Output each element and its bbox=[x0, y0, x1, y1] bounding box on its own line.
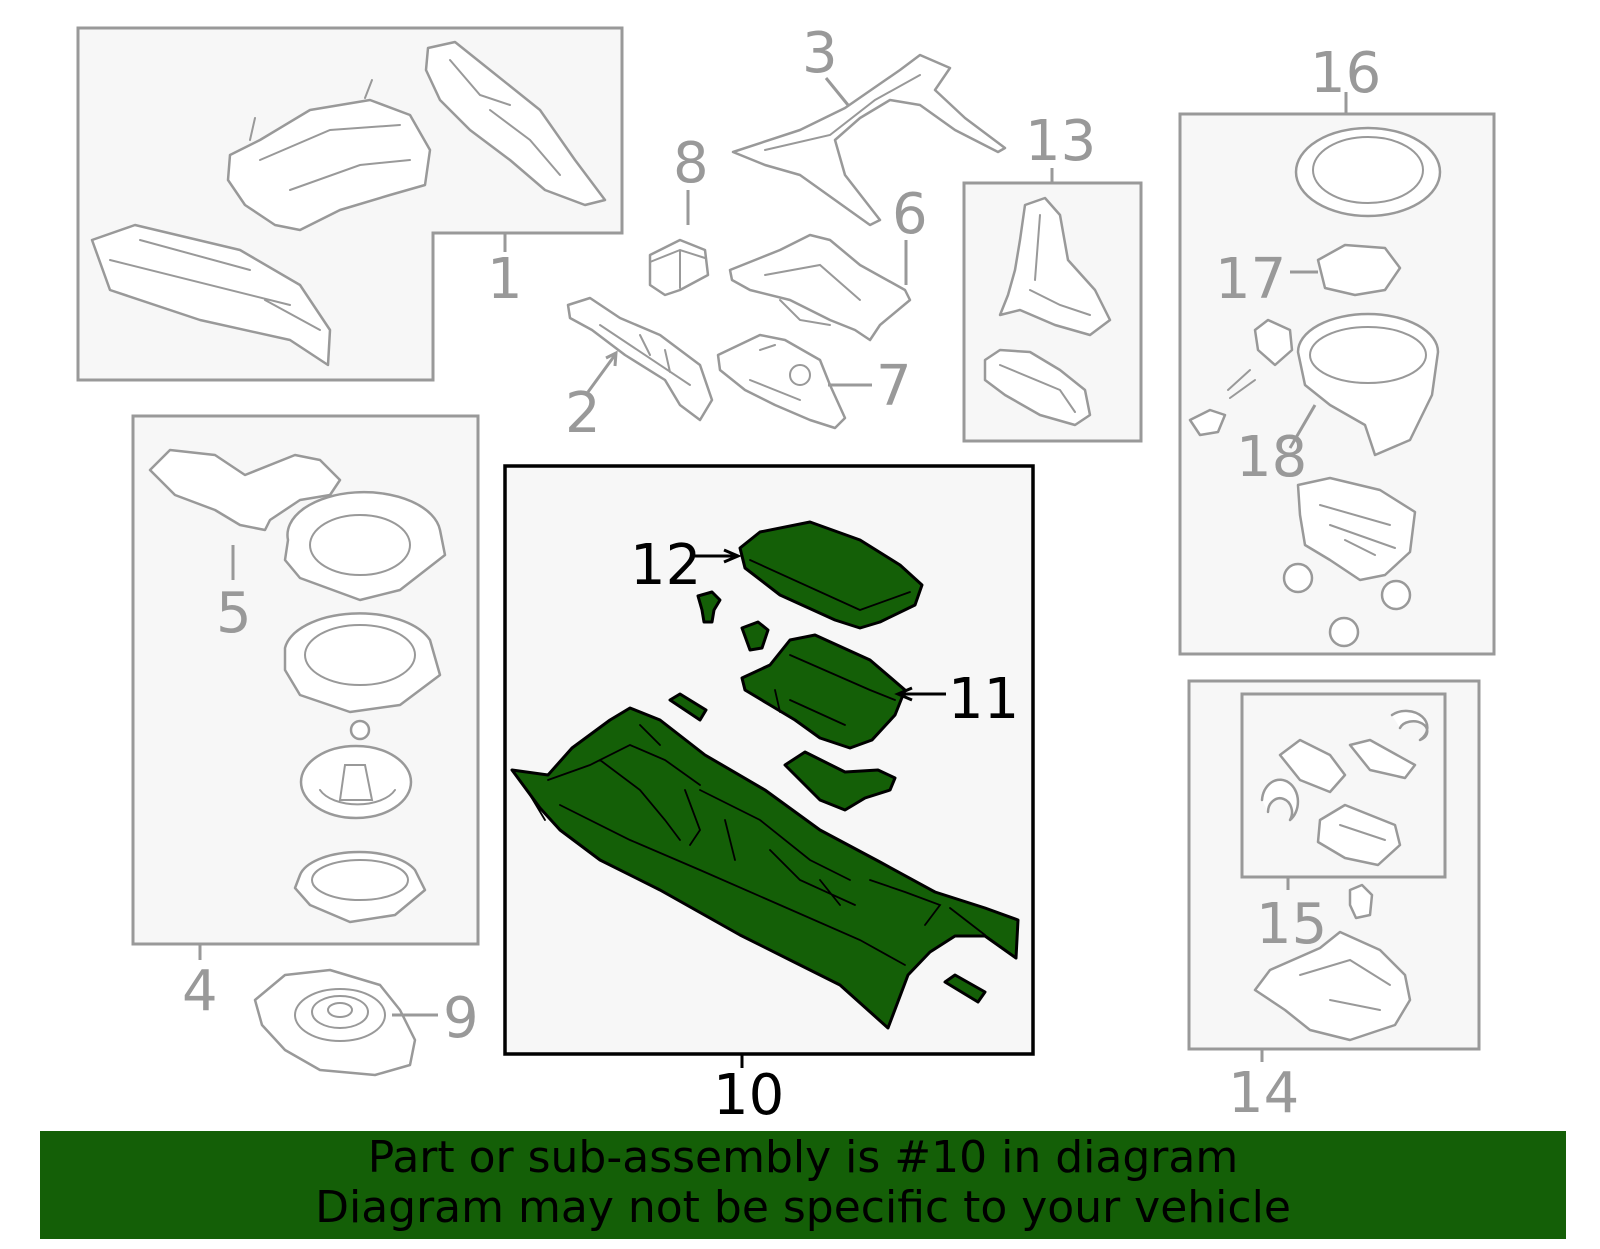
part-10-strip-a bbox=[668, 692, 708, 722]
banner-line-2: Diagram may not be specific to your vehi… bbox=[315, 1182, 1291, 1233]
part-4-bezel-b bbox=[283, 612, 442, 714]
group-8: 8 bbox=[648, 131, 710, 297]
part-18-holder bbox=[1296, 312, 1440, 457]
callout-8: 8 bbox=[673, 131, 709, 196]
callout-3: 3 bbox=[802, 21, 838, 86]
part-10-strip-b bbox=[943, 973, 987, 1004]
part-14-clip bbox=[1348, 883, 1374, 920]
part-9-shifter bbox=[253, 968, 417, 1077]
part-14-base bbox=[1253, 930, 1412, 1042]
part-15-coil bbox=[1260, 778, 1300, 822]
part-4-bezel-a bbox=[283, 490, 447, 602]
part-4-boot bbox=[299, 744, 413, 820]
part-15-housing bbox=[1316, 803, 1402, 867]
part-1-lower-panel bbox=[90, 223, 332, 367]
part-17-cap bbox=[1316, 243, 1402, 297]
part-15-plate-b bbox=[1348, 738, 1417, 780]
group-14: 15 14 bbox=[1187, 679, 1481, 1126]
callout-9: 9 bbox=[443, 986, 479, 1051]
group-10-highlighted: 12 11 10 bbox=[503, 464, 1035, 1128]
part-15-plate-a bbox=[1278, 738, 1347, 794]
part-3-trim bbox=[731, 53, 1007, 227]
callout-6: 6 bbox=[892, 182, 928, 247]
group-3: 3 bbox=[731, 21, 1007, 227]
group-6: 6 bbox=[728, 182, 928, 342]
callout-17: 17 bbox=[1215, 247, 1286, 312]
part-6-bezel bbox=[728, 233, 912, 342]
part-5-insulator bbox=[148, 448, 342, 532]
callout-1: 1 bbox=[487, 247, 523, 312]
info-banner: Part or sub-assembly is #10 in diagram D… bbox=[40, 1131, 1566, 1239]
part-11-bin bbox=[740, 633, 907, 750]
part-1-bracket bbox=[226, 98, 432, 232]
part-10-bracket bbox=[783, 750, 897, 812]
part-10-clip bbox=[740, 620, 770, 652]
group-7: 7 bbox=[716, 333, 912, 430]
part-13-boot bbox=[998, 196, 1112, 337]
callout-18: 18 bbox=[1236, 425, 1307, 490]
group-4: 5 4 bbox=[131, 414, 480, 1024]
part-15-spring bbox=[1390, 709, 1429, 742]
group-16: 16 17 18 bbox=[1178, 41, 1496, 656]
callout-2: 2 bbox=[565, 381, 601, 446]
leader-18 bbox=[1288, 404, 1317, 449]
part-4-nut bbox=[349, 719, 371, 741]
part-7-switch bbox=[716, 333, 847, 430]
callout-5: 5 bbox=[216, 581, 252, 646]
part-18-clip bbox=[1188, 408, 1227, 437]
leader-3 bbox=[824, 77, 850, 106]
callout-16: 16 bbox=[1310, 41, 1381, 106]
callout-7: 7 bbox=[876, 354, 912, 419]
group-9: 9 bbox=[253, 968, 479, 1077]
leader-2 bbox=[586, 354, 617, 393]
callout-15: 15 bbox=[1256, 892, 1327, 957]
callout-14: 14 bbox=[1228, 1061, 1299, 1126]
banner-line-1: Part or sub-assembly is #10 in diagram bbox=[367, 1132, 1239, 1183]
part-4-ring bbox=[293, 850, 427, 924]
part-18-base bbox=[1296, 476, 1417, 582]
group-2: 2 bbox=[565, 296, 714, 446]
callout-12: 12 bbox=[630, 533, 701, 598]
callout-11: 11 bbox=[948, 667, 1019, 732]
group-13: 13 bbox=[962, 109, 1143, 443]
part-12-lid bbox=[738, 520, 924, 630]
group-1: 1 bbox=[76, 26, 624, 382]
part-18-lever bbox=[1253, 318, 1294, 367]
callout-10: 10 bbox=[713, 1063, 784, 1128]
callout-4: 4 bbox=[182, 959, 218, 1024]
callout-13: 13 bbox=[1025, 109, 1096, 174]
part-10-screw bbox=[696, 590, 722, 624]
